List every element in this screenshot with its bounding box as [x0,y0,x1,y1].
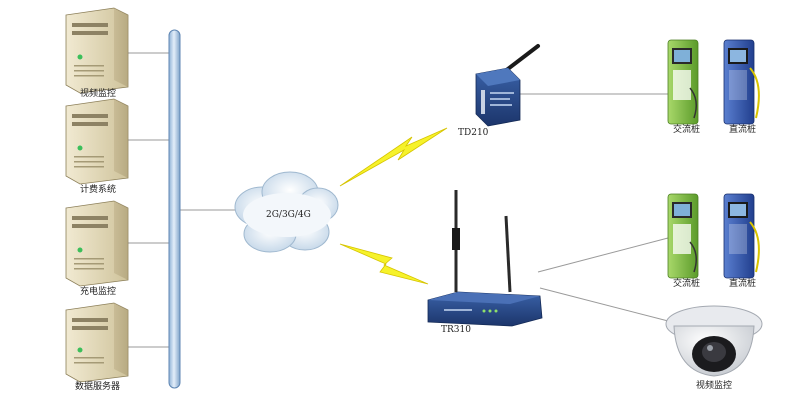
charger-ac-top-label: 交流桩 [673,125,701,135]
link-tr310-camera [539,287,673,323]
charger-dc-top-icon [723,39,760,125]
server-label-charging-monitoring: 充电监控 [80,287,117,297]
charger-ac-bottom-label: 交流桩 [673,279,701,289]
tr310-device-icon [427,190,543,327]
bolt-icon-upper [339,127,448,187]
charger-dc-top-label: 直流桩 [729,125,757,135]
server-video-monitoring [65,7,129,94]
server-charging-monitoring [65,200,129,287]
server-icons [65,7,129,383]
network-bus [168,29,181,389]
server-billing-system [65,98,129,185]
cloud-label: 2G/3G/4G [266,210,311,220]
cloud-icon [234,171,339,253]
link-tr310-chargers [537,237,669,273]
wireless-bolts [339,127,448,285]
connection-lines [128,52,673,348]
charger-dc-bottom-icon [723,193,760,279]
charger-dc-bottom-label: 直流桩 [729,279,757,289]
charger-ac-bottom-icon [667,193,699,279]
server-label-data-server: 数据服务器 [75,382,121,392]
charger-ac-top-icon [667,39,699,125]
bolt-icon-lower [339,243,429,285]
server-label-video-monitoring: 视频监控 [80,89,117,99]
server-data-server [65,302,129,383]
td210-label: TD210 [458,128,489,138]
tr310-label: TR310 [441,325,471,335]
td210-device-icon [475,44,540,127]
server-label-billing-system: 计费系统 [80,185,117,195]
dome-camera-icon [665,305,763,377]
camera-label: 视频监控 [696,381,733,391]
